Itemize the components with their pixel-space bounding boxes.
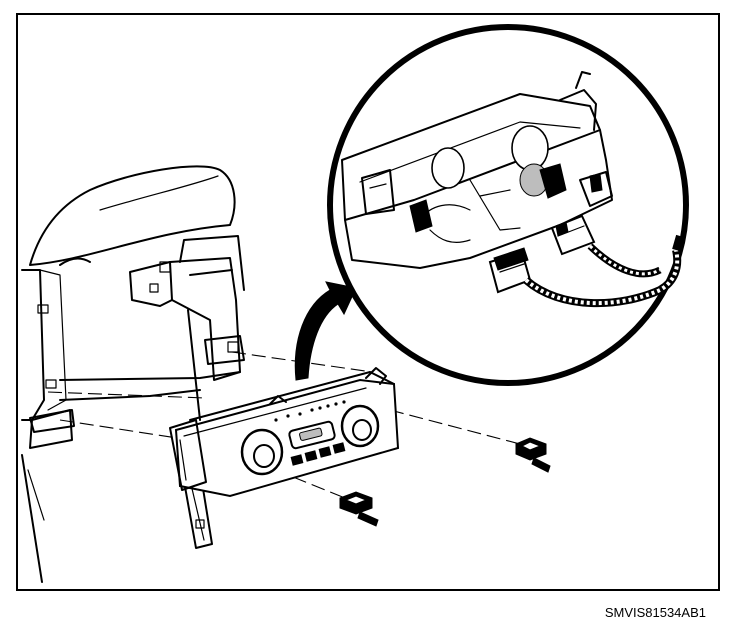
instrument-panel-carrier [21,165,245,583]
temperature-knob [240,428,284,476]
module-rear [341,71,613,269]
screw-lower [339,491,379,527]
indicator-dots [274,400,346,422]
control-buttons [290,442,346,466]
mode-knob [340,404,380,448]
wiring-harness [523,234,684,308]
fan-switch [288,420,336,450]
screw-right [515,437,551,473]
detail-arrow [294,281,357,381]
electrical-connector-upper [550,214,596,256]
hvac-control-module [169,367,400,498]
figure-reference-code: SMVIS81534AB1 [605,605,706,620]
connector-detail-view [327,24,689,386]
figure-border [16,13,720,591]
